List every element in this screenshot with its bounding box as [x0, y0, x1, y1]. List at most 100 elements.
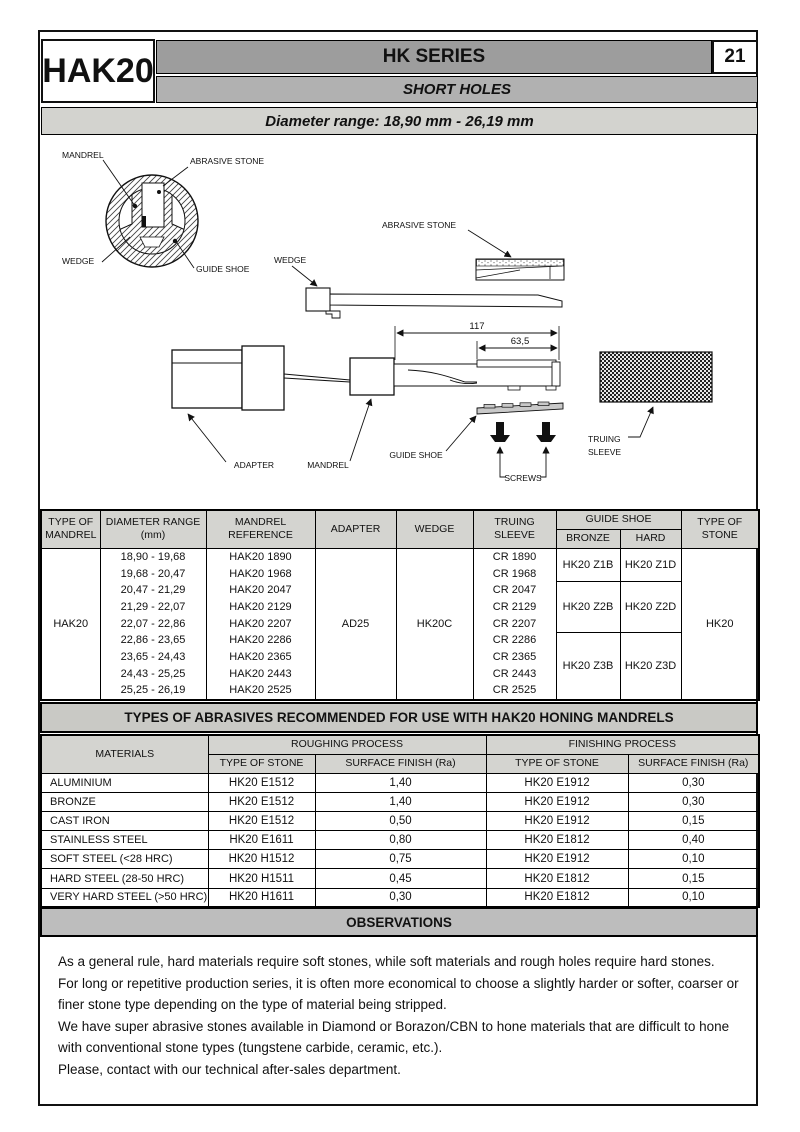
- abrasive-stone-side-view: ABRASIVE STONE: [382, 220, 565, 281]
- guide-shoe-hard-value: HK20 Z2D: [621, 582, 680, 633]
- abrasive-stone-section: [141, 182, 165, 228]
- truing-value: CR 2443: [492, 667, 537, 680]
- truing-value: CR 2525: [492, 684, 537, 697]
- diameter-value: 22,07 - 22,86: [120, 617, 186, 630]
- table-row: CAST IRON HK20 E1512 0,50 HK20 E1912 0,1…: [40, 810, 760, 832]
- diameter-value: 18,90 - 19,68: [120, 550, 186, 563]
- observation-paragraph: Please, contact with our technical after…: [58, 1061, 401, 1077]
- rough-ra: 0,80: [314, 830, 487, 851]
- finish-stone: HK20 E1912: [485, 810, 629, 832]
- col-header-finish-stone: TYPE OF STONE: [485, 753, 629, 774]
- diameter-value: 22,86 - 23,65: [120, 634, 186, 647]
- col-header-rough-stone: TYPE OF STONE: [207, 753, 316, 774]
- observations-text: As a general rule, hard materials requir…: [58, 951, 750, 1080]
- material-name: SOFT STEEL (<28 HRC): [40, 849, 209, 870]
- material-name: CAST IRON: [40, 810, 209, 832]
- col-header-finishing: FINISHING PROCESS: [485, 734, 760, 755]
- cell-diameter-ranges: 18,90 - 19,68 19,68 - 20,47 20,47 - 21,2…: [99, 547, 207, 700]
- truing-value: CR 2286: [492, 634, 537, 647]
- abrasives-banner: TYPES OF ABRASIVES RECOMMENDED FOR USE W…: [40, 702, 758, 733]
- diameter-value: 25,25 - 26,19: [120, 684, 186, 697]
- material-name: VERY HARD STEEL (>50 HRC): [40, 887, 209, 908]
- rough-stone: HK20 H1511: [207, 868, 316, 889]
- rough-stone: HK20 H1512: [207, 849, 316, 870]
- observations-banner: OBSERVATIONS: [40, 907, 758, 937]
- screws-label: SCREWS: [504, 473, 542, 483]
- dimension-overall: 117: [469, 321, 484, 332]
- guide-shoe-hard-value: HK20 Z1D: [621, 549, 680, 583]
- cell-guide-shoe-hard: HK20 Z1D HK20 Z2D HK20 Z3D: [619, 547, 682, 700]
- page-number: 21: [724, 46, 746, 67]
- rough-ra: 1,40: [314, 772, 487, 793]
- wedge-side-label: WEDGE: [274, 255, 306, 265]
- table-row: VERY HARD STEEL (>50 HRC) HK20 H1611 0,3…: [40, 887, 760, 908]
- rough-stone: HK20 E1512: [207, 772, 316, 793]
- series-title: HK SERIES: [382, 46, 486, 67]
- diagram-svg: MANDREL ABRASIVE STONE WEDGE GUIDE SHOE …: [62, 150, 713, 483]
- finish-ra: 0,10: [627, 849, 760, 870]
- diameter-range-bar: Diameter range: 18,90 mm - 26,19 mm: [41, 107, 758, 135]
- mandrel-block: [349, 357, 395, 396]
- mandrel-table: TYPE OF MANDREL DIAMETER RANGE (mm) MAND…: [40, 509, 760, 701]
- reference-value: HAK20 2286: [229, 634, 292, 647]
- truing-value: CR 2047: [492, 584, 537, 597]
- assembly-view: ADAPTER MANDREL: [171, 345, 561, 470]
- cell-adapter: AD25: [314, 547, 397, 700]
- technical-diagram: MANDREL ABRASIVE STONE WEDGE GUIDE SHOE …: [40, 136, 758, 509]
- finish-stone: HK20 E1812: [485, 887, 629, 908]
- dimension-partial: 63,5: [511, 336, 530, 347]
- material-name: STAINLESS STEEL: [40, 830, 209, 851]
- truing-sleeve-view: TRUING SLEEVE: [588, 351, 713, 457]
- abrasive-stone-cross-label: ABRASIVE STONE: [190, 156, 264, 166]
- diameter-value: 24,43 - 25,25: [120, 667, 186, 680]
- observation-paragraph: For long or repetitive production series…: [58, 975, 739, 1013]
- finish-ra: 0,40: [627, 830, 760, 851]
- observation-paragraph: We have super abrasive stones available …: [58, 1018, 730, 1056]
- mandrel-cross-label: MANDREL: [62, 150, 104, 160]
- finish-ra: 0,15: [627, 810, 760, 832]
- rough-ra: 1,40: [314, 791, 487, 812]
- guide-shoe-side-label: GUIDE SHOE: [389, 450, 443, 460]
- col-header-materials: MATERIALS: [40, 734, 209, 774]
- truing-sleeve-label-line1: TRUING: [588, 434, 621, 444]
- table-row: HARD STEEL (28-50 HRC) HK20 H1511 0,45 H…: [40, 868, 760, 889]
- cell-type-of-stone: HK20: [680, 547, 760, 700]
- rough-stone: HK20 H1611: [207, 887, 316, 908]
- col-header-type-of-stone: TYPE OF STONE: [680, 509, 760, 549]
- abrasive-stone-side-label: ABRASIVE STONE: [382, 220, 456, 230]
- guide-shoe-view: GUIDE SHOE SCREWS: [389, 401, 564, 483]
- rough-stone: HK20 E1611: [207, 830, 316, 851]
- cell-truing-sleeves: CR 1890 CR 1968 CR 2047 CR 2129 CR 2207 …: [472, 547, 557, 700]
- rough-stone: HK20 E1512: [207, 810, 316, 832]
- series-title-bar: HK SERIES: [156, 40, 712, 74]
- reference-value: HAK20 2129: [229, 600, 292, 613]
- guide-shoe-bronze-value: HK20 Z2B: [557, 582, 619, 633]
- adapter-label: ADAPTER: [234, 460, 274, 470]
- reference-value: HAK20 2207: [229, 617, 292, 630]
- diameter-value: 19,68 - 20,47: [120, 567, 186, 580]
- diameter-value: 23,65 - 24,43: [120, 650, 186, 663]
- brand-title: HAK20: [42, 51, 154, 90]
- cell-wedge: HK20C: [395, 547, 474, 700]
- truing-value: CR 1968: [492, 567, 537, 580]
- wedge-cross-label: WEDGE: [62, 256, 94, 266]
- observations-title: OBSERVATIONS: [346, 914, 452, 930]
- truing-value: CR 2207: [492, 617, 537, 630]
- finish-stone: HK20 E1912: [485, 772, 629, 793]
- adapter-body: [171, 349, 243, 409]
- col-header-roughing: ROUGHING PROCESS: [207, 734, 487, 755]
- material-name: HARD STEEL (28-50 HRC): [40, 868, 209, 889]
- rough-ra: 0,75: [314, 849, 487, 870]
- finish-stone: HK20 E1912: [485, 849, 629, 870]
- dimension-lines: 117 63,5: [394, 321, 560, 360]
- rough-ra: 0,30: [314, 887, 487, 908]
- rough-ra: 0,50: [314, 810, 487, 832]
- finish-stone: HK20 E1912: [485, 791, 629, 812]
- finish-stone: HK20 E1812: [485, 830, 629, 851]
- rough-ra: 0,45: [314, 868, 487, 889]
- col-header-diameter-range: DIAMETER RANGE (mm): [99, 509, 207, 549]
- reference-value: HAK20 2525: [229, 684, 292, 697]
- page-number-box: 21: [712, 40, 758, 74]
- reference-value: HAK20 1890: [229, 550, 292, 563]
